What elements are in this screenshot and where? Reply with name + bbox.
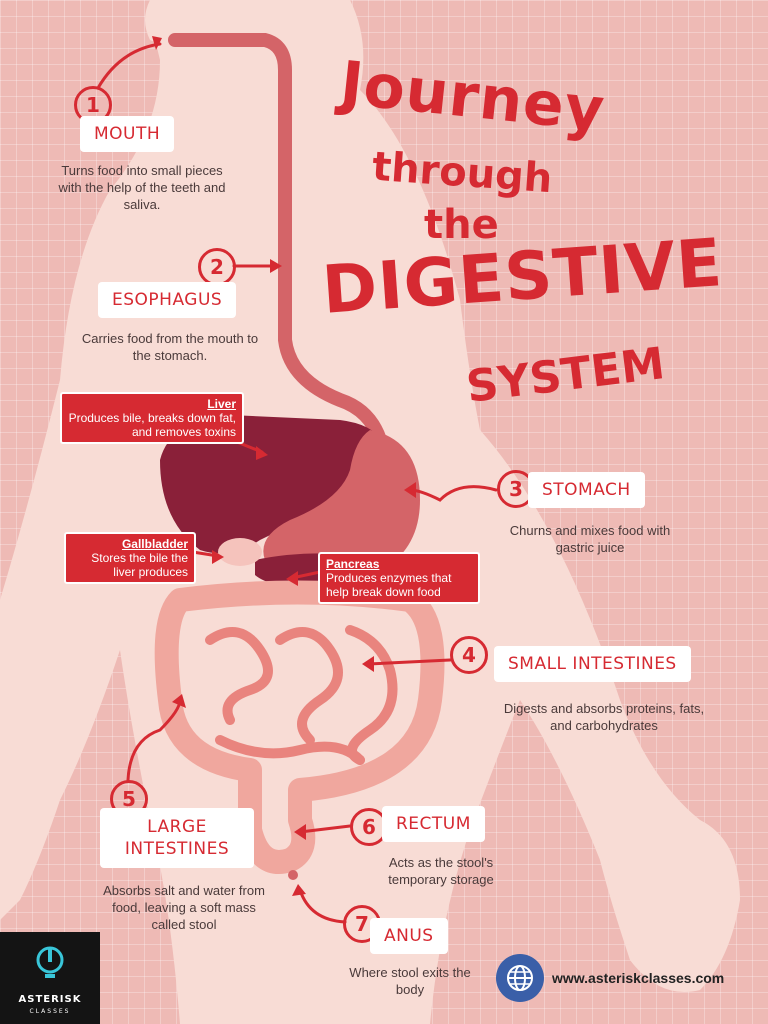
small-intestine-coils bbox=[205, 625, 398, 765]
pancreas-tag-text: Produces enzymes that help break down fo… bbox=[326, 571, 452, 599]
logo-brand: ASTERISK bbox=[18, 994, 82, 1005]
step-4-description: Digests and absorbs proteins, fats, and … bbox=[503, 701, 705, 733]
asterisk-logo: ASTERISK CLASSES bbox=[0, 932, 100, 1024]
step-3-description: Churns and mixes food with gastric juice bbox=[509, 523, 671, 555]
step-6-description: Acts as the stool's temporary storage bbox=[388, 855, 494, 887]
bulb-logo-icon bbox=[36, 946, 64, 978]
step-2-description: Carries food from the mouth to the stoma… bbox=[81, 331, 259, 363]
gallbladder-tag-name: Gallbladder bbox=[121, 537, 188, 551]
step-7-label: ANUS bbox=[370, 918, 448, 954]
logo-sub: CLASSES bbox=[29, 1008, 71, 1015]
step-4-number: 4 bbox=[450, 636, 488, 674]
step-5-label: LARGE INTESTINES bbox=[100, 808, 254, 868]
globe-icon bbox=[496, 954, 544, 1002]
gallbladder-tag: Gallbladder Stores the bile the liver pr… bbox=[64, 532, 196, 584]
step-4-label: SMALL INTESTINES bbox=[494, 646, 691, 682]
step-1-description: Turns food into small pieces with the he… bbox=[58, 163, 226, 212]
gallbladder-tag-text: Stores the bile the liver produces bbox=[91, 551, 188, 579]
step-6-label: RECTUM bbox=[382, 806, 485, 842]
pointer-arrows bbox=[96, 42, 498, 924]
step-7-description: Where stool exits the body bbox=[349, 965, 471, 997]
arrow-heads bbox=[152, 36, 416, 896]
step-5-description: Absorbs salt and water from food, leavin… bbox=[103, 883, 265, 932]
step-2-label: ESOPHAGUS bbox=[98, 282, 237, 318]
anus-dot bbox=[288, 870, 298, 880]
step-3-label: STOMACH bbox=[528, 472, 645, 508]
step-2-number: 2 bbox=[198, 248, 236, 286]
liver-tag-name: Liver bbox=[207, 397, 236, 411]
title-line-the: the bbox=[424, 202, 499, 248]
pancreas-tag-name: Pancreas bbox=[326, 557, 380, 571]
pancreas-tag: Pancreas Produces enzymes that help brea… bbox=[318, 552, 480, 604]
step-1-label: MOUTH bbox=[80, 116, 175, 152]
stomach-shape bbox=[263, 430, 420, 588]
liver-tag-text: Produces bile, breaks down fat, and remo… bbox=[68, 411, 236, 439]
gallbladder-shape bbox=[218, 538, 262, 566]
website-link[interactable]: www.asteriskclasses.com bbox=[552, 970, 725, 986]
liver-shape bbox=[160, 415, 386, 554]
esophagus-tube bbox=[168, 33, 387, 447]
liver-tag: Liver Produces bile, breaks down fat, an… bbox=[60, 392, 244, 444]
